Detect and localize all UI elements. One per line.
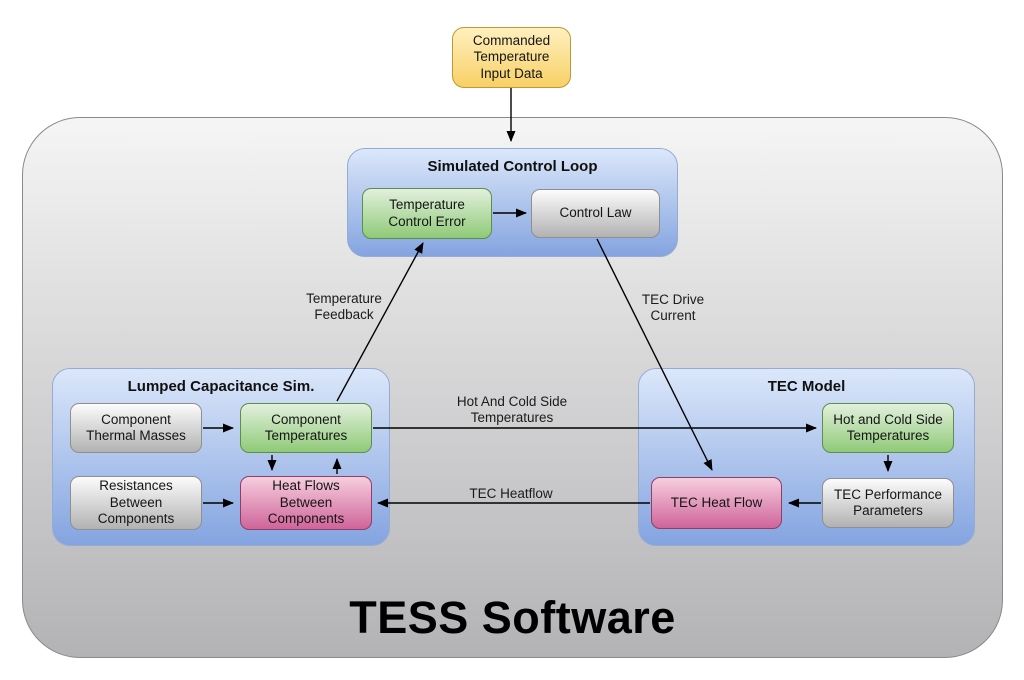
arrow-label-temperature-feedback: Temperature Feedback [306, 291, 382, 323]
node-commanded-temperature-input: Commanded Temperature Input Data [452, 27, 571, 88]
node-control-law: Control Law [531, 189, 660, 238]
node-component-temperatures: Component Temperatures [240, 403, 372, 453]
arrow-label-tec-heatflow: TEC Heatflow [469, 486, 553, 501]
container-title-lumped-capacitance-sim: Lumped Capacitance Sim. [127, 378, 315, 395]
container-title-simulated-control-loop: Simulated Control Loop [427, 158, 598, 175]
node-temperature-control-error: Temperature Control Error [362, 188, 492, 239]
node-tec-heat-flow: TEC Heat Flow [651, 477, 782, 529]
diagram-title: TESS Software [349, 592, 676, 643]
node-tec-performance-parameters: TEC Performance Parameters [822, 478, 954, 528]
node-resistances-between-components: Resistances Between Components [70, 476, 202, 530]
node-component-thermal-masses: Component Thermal Masses [70, 403, 202, 453]
arrow-label-tec-drive-current: TEC Drive Current [641, 292, 705, 324]
container-title-tec-model: TEC Model [767, 378, 846, 395]
arrow-label-hot-and-cold-side-temperatures: Hot And Cold Side Temperatures [456, 394, 568, 426]
node-heat-flows-between-components: Heat Flows Between Components [240, 476, 372, 530]
node-hot-and-cold-side-temperatures: Hot and Cold Side Temperatures [822, 403, 954, 453]
